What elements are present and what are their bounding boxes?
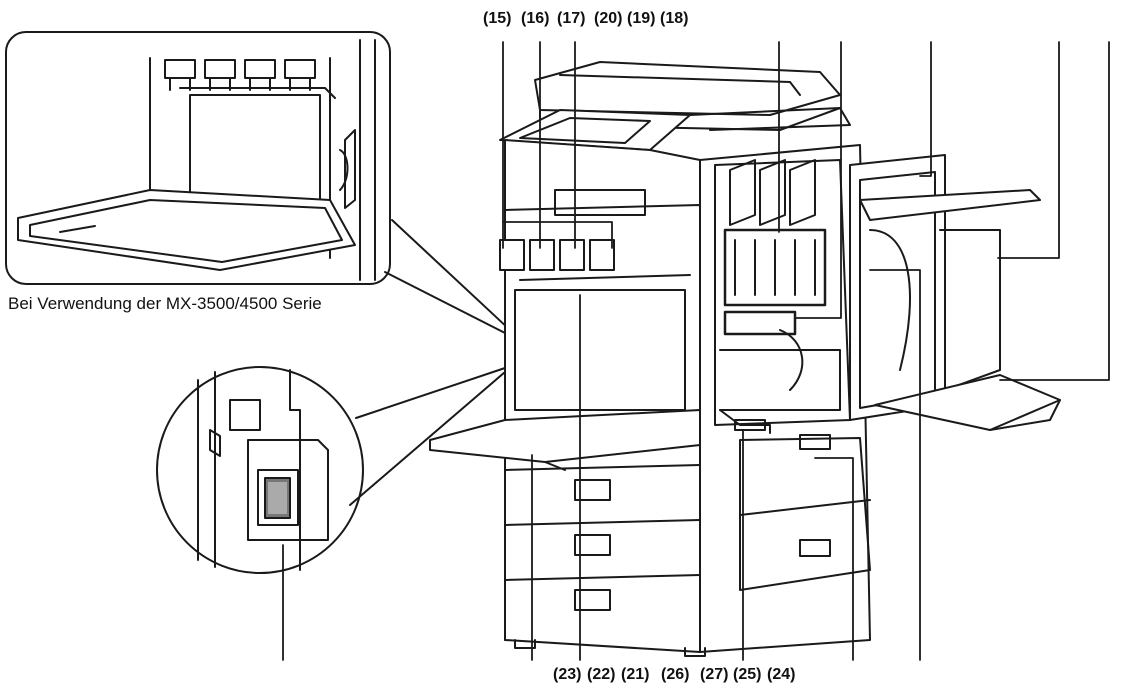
callout-label-23: (23): [553, 666, 582, 683]
callout-label-24: (24): [767, 666, 796, 683]
leader-lines-bottom: [282, 269, 921, 661]
callout-label-18: (18): [660, 10, 689, 27]
callout-label-16: (16): [521, 10, 550, 27]
leader-lines-top: [502, 41, 1110, 381]
callout-label-15: (15): [483, 10, 512, 27]
copier-body: [429, 61, 1061, 657]
callout-label-20: (20): [594, 10, 623, 27]
inset-mx-series: [5, 31, 391, 285]
callout-label-25: (25): [733, 666, 762, 683]
callout-label-21: (21): [621, 666, 650, 683]
callout-label-22: (22): [587, 666, 616, 683]
callout-label-26: (26): [661, 666, 690, 683]
callout-label-27: (27): [700, 666, 729, 683]
callout-label-19: (19): [627, 10, 656, 27]
inset-detail-circle: [156, 366, 364, 574]
inset-caption: Bei Verwendung der MX-3500/4500 Serie: [8, 294, 322, 313]
callout-label-17: (17): [557, 10, 586, 27]
